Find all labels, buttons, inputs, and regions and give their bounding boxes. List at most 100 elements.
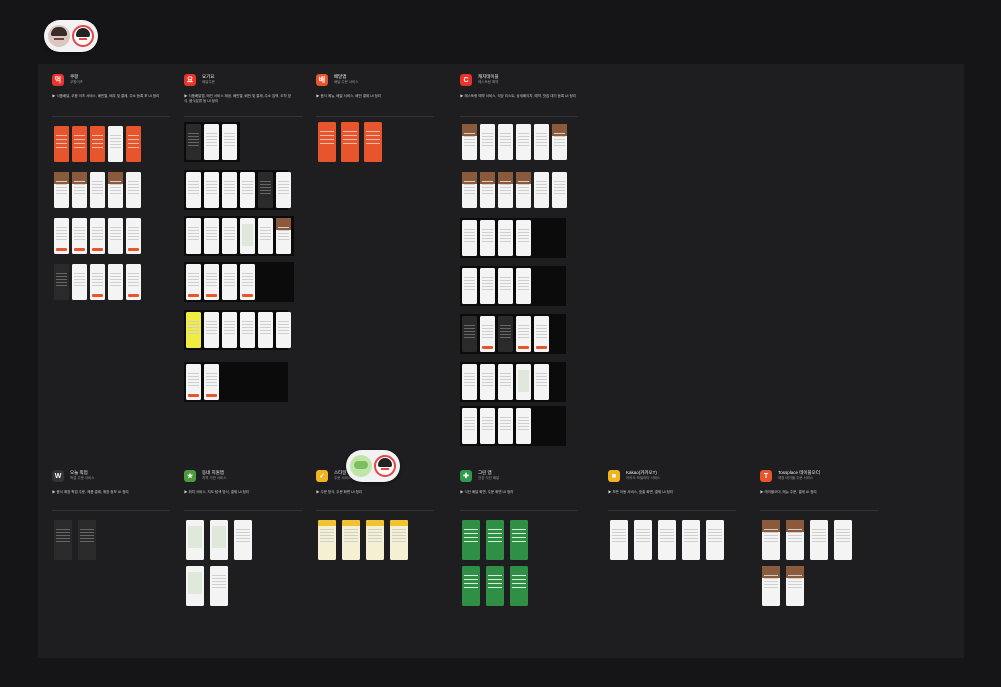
app-screenshot[interactable]	[54, 264, 69, 300]
app-screenshot[interactable]	[90, 264, 105, 300]
app-screenshot[interactable]	[498, 172, 513, 208]
app-screenshot[interactable]	[534, 172, 549, 208]
app-screenshot[interactable]	[480, 268, 495, 304]
app-screenshot[interactable]	[634, 520, 652, 560]
app-screenshot[interactable]	[462, 408, 477, 444]
app-screenshot[interactable]	[516, 364, 531, 400]
app-screenshot[interactable]	[186, 172, 201, 208]
app-screenshot[interactable]	[204, 218, 219, 254]
app-screenshot[interactable]	[90, 218, 105, 254]
app-screenshot[interactable]	[498, 220, 513, 256]
app-screenshot[interactable]	[534, 124, 549, 160]
app-screenshot[interactable]	[78, 520, 96, 560]
app-screenshot[interactable]	[462, 124, 477, 160]
app-screenshot[interactable]	[186, 124, 201, 160]
app-screenshot[interactable]	[480, 172, 495, 208]
app-screenshot[interactable]	[364, 122, 382, 162]
app-screenshot[interactable]	[516, 220, 531, 256]
app-screenshot[interactable]	[498, 268, 513, 304]
app-screenshot[interactable]	[462, 316, 477, 352]
app-screenshot[interactable]	[204, 264, 219, 300]
app-screenshot[interactable]	[480, 316, 495, 352]
app-screenshot[interactable]	[341, 122, 359, 162]
app-screenshot[interactable]	[222, 124, 237, 160]
app-screenshot[interactable]	[498, 316, 513, 352]
app-screenshot[interactable]	[72, 218, 87, 254]
app-screenshot[interactable]	[516, 316, 531, 352]
app-screenshot[interactable]	[516, 172, 531, 208]
app-screenshot[interactable]	[786, 520, 804, 560]
app-screenshot[interactable]	[72, 172, 87, 208]
app-screenshot[interactable]	[318, 520, 336, 560]
app-screenshot[interactable]	[90, 126, 105, 162]
app-screenshot[interactable]	[240, 218, 255, 254]
app-screenshot[interactable]	[258, 312, 273, 348]
app-screenshot[interactable]	[682, 520, 700, 560]
app-screenshot[interactable]	[762, 566, 780, 606]
app-screenshot[interactable]	[186, 364, 201, 400]
app-screenshot[interactable]	[72, 126, 87, 162]
app-screenshot[interactable]	[222, 218, 237, 254]
app-screenshot[interactable]	[486, 566, 504, 606]
app-screenshot[interactable]	[390, 520, 408, 560]
avatar-group[interactable]	[346, 450, 400, 482]
app-screenshot[interactable]	[108, 126, 123, 162]
app-screenshot[interactable]	[186, 312, 201, 348]
app-screenshot[interactable]	[516, 124, 531, 160]
app-screenshot[interactable]	[486, 520, 504, 560]
app-screenshot[interactable]	[510, 520, 528, 560]
app-screenshot[interactable]	[240, 312, 255, 348]
app-screenshot[interactable]	[462, 268, 477, 304]
app-screenshot[interactable]	[204, 172, 219, 208]
app-screenshot[interactable]	[462, 566, 480, 606]
app-screenshot[interactable]	[108, 172, 123, 208]
app-screenshot[interactable]	[762, 520, 780, 560]
app-screenshot[interactable]	[222, 264, 237, 300]
app-screenshot[interactable]	[54, 520, 72, 560]
app-screenshot[interactable]	[186, 520, 204, 560]
app-screenshot[interactable]	[186, 264, 201, 300]
app-screenshot[interactable]	[222, 312, 237, 348]
app-screenshot[interactable]	[276, 218, 291, 254]
app-screenshot[interactable]	[54, 172, 69, 208]
app-screenshot[interactable]	[706, 520, 724, 560]
app-screenshot[interactable]	[658, 520, 676, 560]
app-screenshot[interactable]	[210, 520, 228, 560]
app-screenshot[interactable]	[240, 264, 255, 300]
app-screenshot[interactable]	[462, 520, 480, 560]
app-screenshot[interactable]	[534, 316, 549, 352]
app-screenshot[interactable]	[498, 364, 513, 400]
app-screenshot[interactable]	[786, 566, 804, 606]
avatar-group[interactable]	[44, 20, 98, 52]
app-screenshot[interactable]	[108, 218, 123, 254]
app-screenshot[interactable]	[276, 312, 291, 348]
app-screenshot[interactable]	[552, 124, 567, 160]
app-screenshot[interactable]	[480, 364, 495, 400]
app-screenshot[interactable]	[90, 172, 105, 208]
app-screenshot[interactable]	[318, 122, 336, 162]
app-screenshot[interactable]	[186, 218, 201, 254]
app-screenshot[interactable]	[126, 126, 141, 162]
app-screenshot[interactable]	[480, 408, 495, 444]
app-screenshot[interactable]	[258, 172, 273, 208]
app-screenshot[interactable]	[510, 566, 528, 606]
app-screenshot[interactable]	[204, 364, 219, 400]
app-screenshot[interactable]	[480, 220, 495, 256]
app-screenshot[interactable]	[54, 218, 69, 254]
app-screenshot[interactable]	[126, 264, 141, 300]
app-screenshot[interactable]	[342, 520, 360, 560]
app-screenshot[interactable]	[72, 264, 87, 300]
app-screenshot[interactable]	[834, 520, 852, 560]
app-screenshot[interactable]	[366, 520, 384, 560]
app-screenshot[interactable]	[258, 218, 273, 254]
app-screenshot[interactable]	[240, 172, 255, 208]
app-screenshot[interactable]	[54, 126, 69, 162]
app-screenshot[interactable]	[480, 124, 495, 160]
app-screenshot[interactable]	[108, 264, 123, 300]
app-screenshot[interactable]	[234, 520, 252, 560]
app-screenshot[interactable]	[610, 520, 628, 560]
app-screenshot[interactable]	[462, 220, 477, 256]
app-screenshot[interactable]	[552, 172, 567, 208]
app-screenshot[interactable]	[126, 172, 141, 208]
app-screenshot[interactable]	[516, 268, 531, 304]
